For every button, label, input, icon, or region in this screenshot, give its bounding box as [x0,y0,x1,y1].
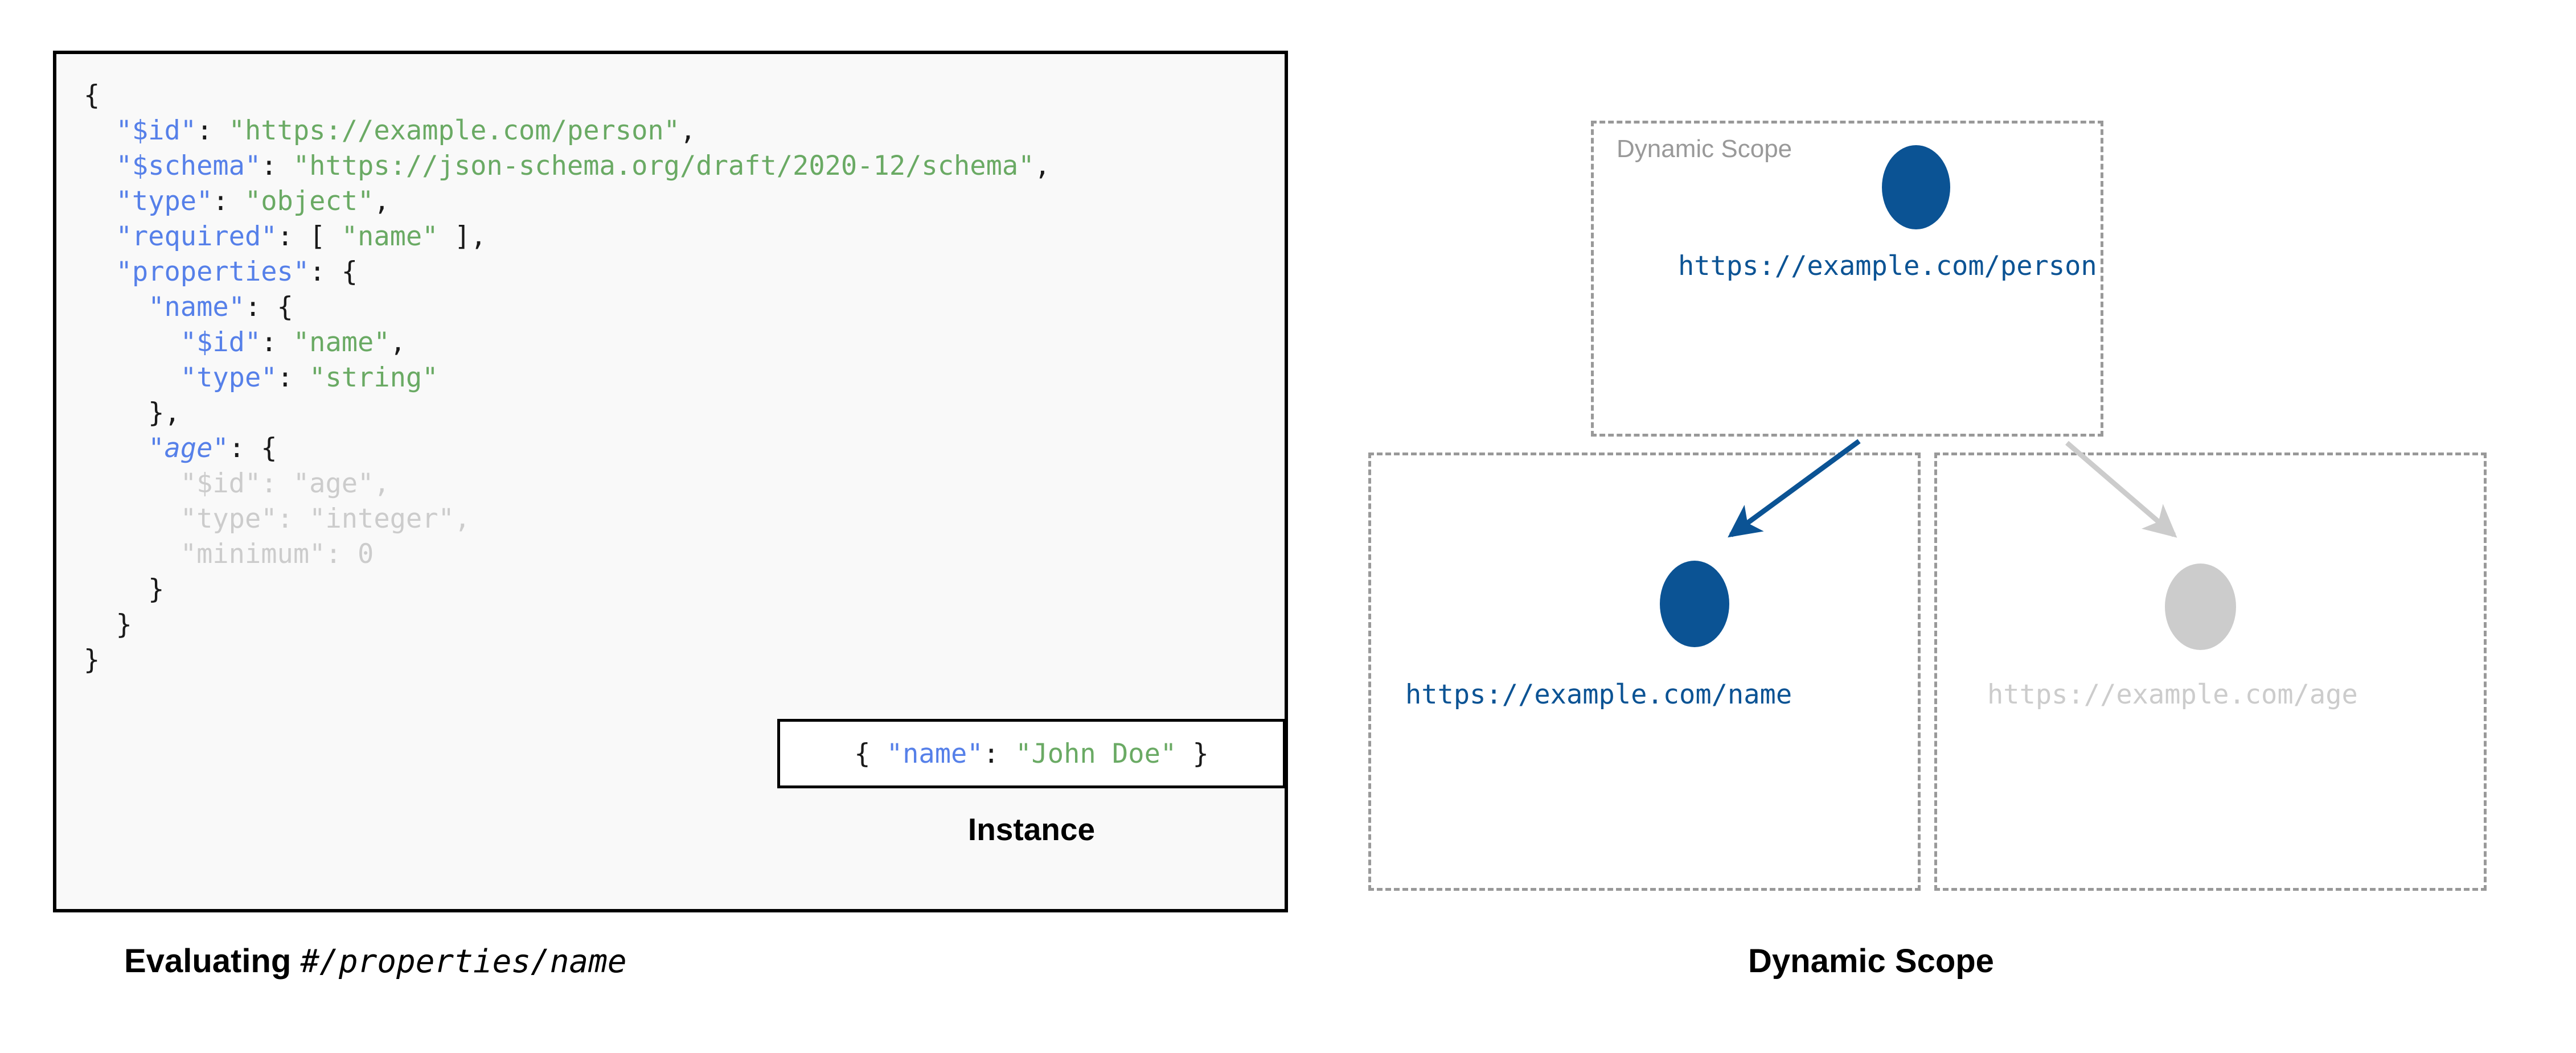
scope-box-person: Dynamic Scope [1591,121,2103,437]
code-line: "properties": { [84,254,1051,290]
code-line: "$id": "https://example.com/person", [84,113,1051,149]
scope-box-name [1368,453,1921,891]
code-token: "name" [148,291,245,323]
code-token: "name" [341,221,438,252]
code-line: "type": "object", [84,184,1051,219]
code-token: : { [309,256,358,287]
schema-code-block: { "$id": "https://example.com/person", "… [84,78,1051,678]
code-token: "type" [116,186,213,217]
code-token: "string" [309,362,438,393]
code-token: "type" [180,362,277,393]
code-token: : [261,150,293,182]
code-line: "type": "string" [84,360,1051,396]
code-token: ], [438,221,487,252]
code-token: "$id" [180,327,261,358]
code-token: { [854,738,887,770]
code-token: : [212,186,245,217]
code-token: , [374,186,390,217]
node-label-person: https://example.com/person [1678,250,2097,282]
code-token: "$schema" [116,150,261,182]
code-token: "properties" [116,256,310,287]
scope-box-label: Dynamic Scope [1617,135,1792,163]
code-token: "age" [148,433,229,464]
left-caption-pointer: #/properties/name [300,943,627,980]
code-token [84,291,148,323]
node-circle-name [1660,561,1729,647]
code-token: : [983,738,1016,770]
code-token: "minimum": 0 [84,538,374,570]
code-token: : { [228,433,277,464]
scope-box-age [1934,453,2487,891]
code-token: : [196,115,229,146]
code-token: : { [244,291,293,323]
code-token [84,221,116,252]
code-line: "name": { [84,290,1051,325]
code-token: : [277,362,310,393]
code-token: , [679,115,696,146]
code-line: "$schema": "https://json-schema.org/draf… [84,149,1051,184]
code-token: , [1034,150,1051,182]
node-label-name: https://example.com/name [1405,679,1792,710]
code-line: "type": "integer", [84,501,1051,537]
code-line: "minimum": 0 [84,537,1051,572]
code-line: }, [84,396,1051,431]
instance-caption: Instance [967,812,1096,847]
code-token [84,150,116,182]
code-line: "required": [ "name" ], [84,219,1051,254]
code-token: } [1176,738,1209,770]
code-token: } [84,609,132,640]
code-token: } [84,574,165,605]
code-token: , [389,327,406,358]
code-token: "https://json-schema.org/draft/2020-12/s… [293,150,1035,182]
code-token: { [84,80,100,111]
left-figure-caption: Evaluating #/properties/name [124,942,627,980]
instance-code: { "name": "John Doe" } [854,738,1209,770]
node-label-age: https://example.com/age [1987,679,2358,710]
code-token [84,115,116,146]
code-token: "name" [293,327,390,358]
code-token [84,256,116,287]
code-line: "$id": "name", [84,325,1051,360]
code-line: { [84,78,1051,113]
left-caption-bold: Evaluating [124,943,292,980]
instance-box: { "name": "John Doe" } [777,719,1286,788]
code-token [84,186,116,217]
code-token: "$id" [116,115,197,146]
dynamic-scope-diagram: Dynamic Scope https://example.com/person… [1338,85,2545,916]
code-token: : [ [277,221,342,252]
code-token: } [84,644,100,676]
code-token: "https://example.com/person" [228,115,680,146]
code-line: "$id": "age", [84,466,1051,501]
code-line: "age": { [84,431,1051,466]
code-token: "object" [244,186,374,217]
code-token: : [261,327,293,358]
right-figure-caption: Dynamic Scope [1748,943,1994,980]
code-line: } [84,572,1051,607]
code-line: } [84,607,1051,643]
code-token [84,433,148,464]
code-token: "type": "integer", [84,503,471,534]
code-token: }, [84,397,181,429]
code-token: "John Doe" [1015,738,1177,770]
node-circle-person [1882,145,1950,229]
code-token: "name" [886,738,983,770]
code-token [84,327,181,358]
code-token [84,362,181,393]
code-line: } [84,643,1051,678]
schema-panel: { "$id": "https://example.com/person", "… [53,51,1288,912]
code-token: "required" [116,221,277,252]
node-circle-age [2165,563,2236,650]
code-token: "$id": "age", [84,468,390,499]
